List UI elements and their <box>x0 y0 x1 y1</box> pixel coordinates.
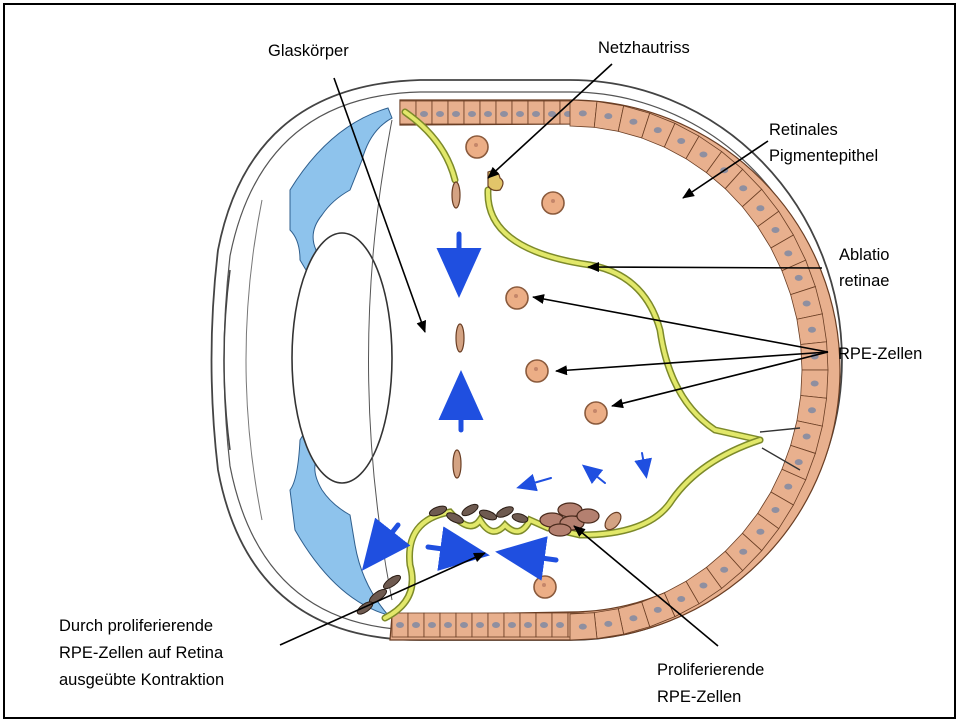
rpe-nucleus <box>420 111 428 117</box>
rpe-nucleus <box>803 434 811 440</box>
rpe-nucleus <box>532 111 540 117</box>
rpe-nucleus <box>396 622 404 628</box>
rpe-nucleus <box>516 111 524 117</box>
rpe-nucleus <box>811 380 819 386</box>
rpe-nucleus <box>500 111 508 117</box>
rpe-nucleus <box>677 138 685 144</box>
label-contraction-line3: ausgeübte Kontraktion <box>59 669 224 691</box>
leader-detachment <box>588 267 822 268</box>
rpe-nucleus <box>739 185 747 191</box>
rpe-nucleus <box>412 622 420 628</box>
label-rpe-line1: Retinales <box>769 119 838 141</box>
label-detachment-line1: Ablatio <box>839 244 889 266</box>
rpe-nucleus <box>677 596 685 602</box>
rpe-nucleus <box>654 127 662 133</box>
label-proliferating-line2: RPE-Zellen <box>657 686 741 708</box>
rpe-nucleus <box>739 549 747 555</box>
rpe-nucleus <box>803 300 811 306</box>
rpe-nucleus <box>492 622 500 628</box>
rpe-nucleus <box>579 110 587 116</box>
rpe-nucleus <box>756 529 764 535</box>
rpe-nucleus <box>771 507 779 513</box>
rpe-nucleus <box>699 151 707 157</box>
rpe-nucleus <box>524 622 532 628</box>
rpe-nucleus <box>756 205 764 211</box>
rpe-nucleus <box>629 119 637 125</box>
label-contraction-line1: Durch proliferierende <box>59 615 213 637</box>
label-detachment-line2: retinae <box>839 270 889 292</box>
lens <box>292 233 392 483</box>
rpe-nucleus <box>604 621 612 627</box>
rpe-nucleus <box>808 327 816 333</box>
rpe-nucleus <box>784 484 792 490</box>
rpe-nucleus <box>436 111 444 117</box>
rpe-nucleus <box>654 607 662 613</box>
rpe-nucleus <box>604 113 612 119</box>
rpe-nucleus <box>579 624 587 630</box>
rpe-nucleus <box>476 622 484 628</box>
rpe-nucleus <box>460 622 468 628</box>
rpe-nucleus <box>468 111 476 117</box>
label-proliferating-line1: Proliferierende <box>657 659 764 681</box>
rpe-nucleus <box>428 622 436 628</box>
rpe-nucleus <box>444 622 452 628</box>
rpe-nucleus <box>699 583 707 589</box>
label-vitreous: Glaskörper <box>268 40 349 62</box>
rpe-nucleus <box>784 250 792 256</box>
rpe-nucleus <box>508 622 516 628</box>
rpe-nucleus <box>452 111 460 117</box>
rpe-nucleus <box>795 459 803 465</box>
label-contraction-line2: RPE-Zellen auf Retina <box>59 642 223 664</box>
label-rpe-cells: RPE-Zellen <box>838 343 922 365</box>
rpe-nucleus <box>795 275 803 281</box>
rpe-nucleus <box>629 615 637 621</box>
rpe-nucleus <box>484 111 492 117</box>
rpe-nucleus <box>771 227 779 233</box>
rpe-nucleus <box>556 622 564 628</box>
label-retinal-tear: Netzhautriss <box>598 37 690 59</box>
rpe-nucleus <box>720 567 728 573</box>
rpe-nucleus <box>540 622 548 628</box>
rpe-nucleus <box>808 407 816 413</box>
label-rpe-line2: Pigmentepithel <box>769 145 878 167</box>
